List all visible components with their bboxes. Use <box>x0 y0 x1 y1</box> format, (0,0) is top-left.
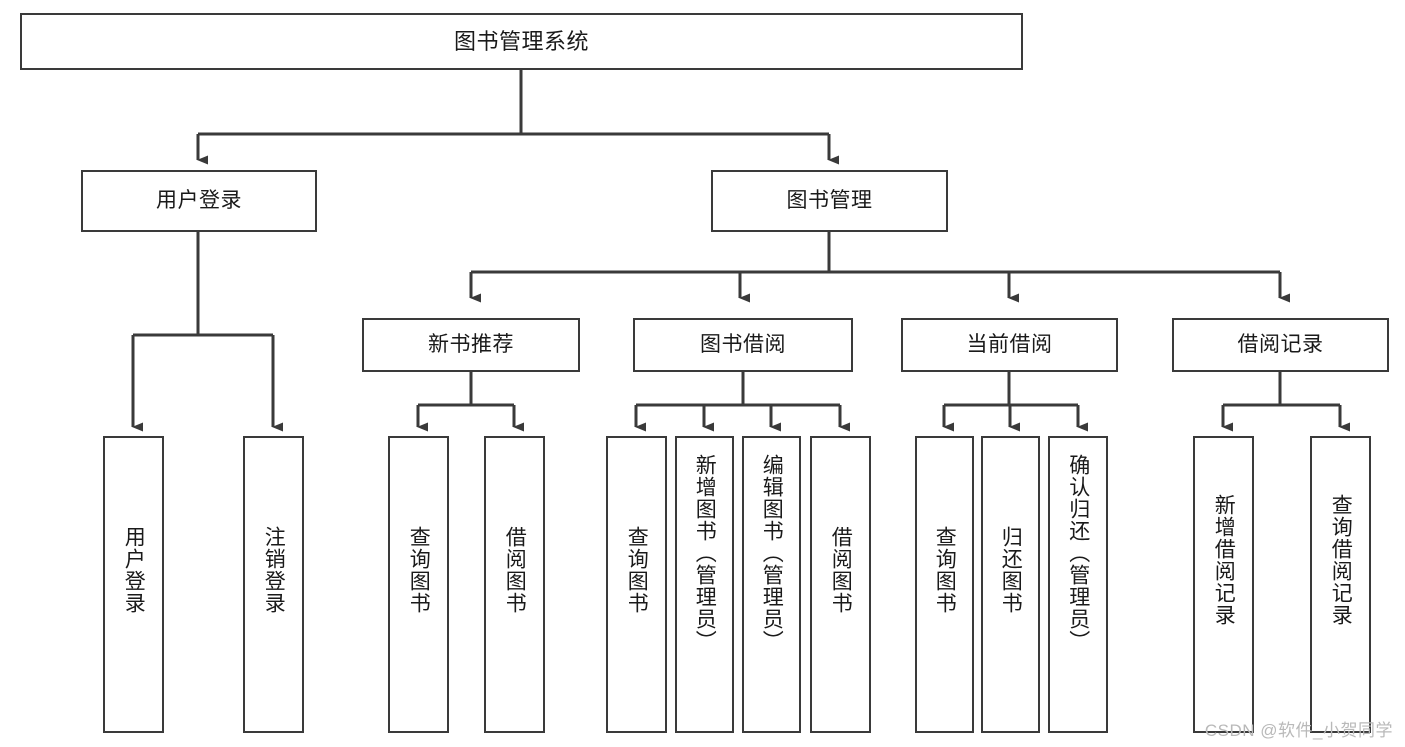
node-leaf-add-book[interactable]: 新增图书（管理员） <box>675 436 734 733</box>
node-leaf-borrow-book-2[interactable]: 借阅图书 <box>810 436 871 733</box>
node-root[interactable]: 图书管理系统 <box>20 13 1023 70</box>
node-leaf-query-book-2-label: 查询图书 <box>625 526 649 614</box>
node-leaf-query-book-3[interactable]: 查询图书 <box>915 436 974 733</box>
node-leaf-confirm-return[interactable]: 确认归还（管理员） <box>1048 436 1108 733</box>
node-leaf-query-book-1-label: 查询图书 <box>407 526 431 614</box>
node-leaf-borrow-book-2-label: 借阅图书 <box>829 526 853 614</box>
node-user-login[interactable]: 用户登录 <box>81 170 317 232</box>
node-leaf-logout-login-label: 注销登录 <box>262 526 286 614</box>
node-leaf-query-record[interactable]: 查询借阅记录 <box>1310 436 1371 733</box>
node-leaf-confirm-return-label: 确认归还（管理员） <box>1066 454 1090 652</box>
node-book-manage[interactable]: 图书管理 <box>711 170 948 232</box>
csdn-watermark: CSDN @软件_小贺同学 <box>1204 721 1393 740</box>
node-leaf-edit-book-label: 编辑图书（管理员） <box>760 454 784 652</box>
node-leaf-return-book[interactable]: 归还图书 <box>981 436 1040 733</box>
node-leaf-add-book-label: 新增图书（管理员） <box>693 454 717 652</box>
node-leaf-query-book-1[interactable]: 查询图书 <box>388 436 449 733</box>
node-leaf-borrow-book-1-label: 借阅图书 <box>503 526 527 614</box>
node-leaf-add-record-label: 新增借阅记录 <box>1212 494 1236 626</box>
node-current-borrow[interactable]: 当前借阅 <box>901 318 1118 372</box>
node-leaf-user-login-label: 用户登录 <box>122 526 146 614</box>
node-leaf-user-login[interactable]: 用户登录 <box>103 436 164 733</box>
node-borrow-record-label: 借阅记录 <box>1237 332 1324 356</box>
node-leaf-logout-login[interactable]: 注销登录 <box>243 436 304 733</box>
node-borrow-record[interactable]: 借阅记录 <box>1172 318 1389 372</box>
node-leaf-return-book-label: 归还图书 <box>999 526 1023 614</box>
node-book-borrow-label: 图书借阅 <box>700 332 786 356</box>
node-book-borrow[interactable]: 图书借阅 <box>633 318 853 372</box>
node-leaf-query-book-3-label: 查询图书 <box>933 526 957 614</box>
node-leaf-borrow-book-1[interactable]: 借阅图书 <box>484 436 545 733</box>
node-new-book-rec[interactable]: 新书推荐 <box>362 318 580 372</box>
node-leaf-add-record[interactable]: 新增借阅记录 <box>1193 436 1254 733</box>
node-new-book-rec-label: 新书推荐 <box>428 332 514 356</box>
node-book-manage-label: 图书管理 <box>786 188 873 212</box>
node-leaf-edit-book[interactable]: 编辑图书（管理员） <box>742 436 801 733</box>
node-root-label: 图书管理系统 <box>453 28 589 54</box>
node-current-borrow-label: 当前借阅 <box>966 332 1053 356</box>
node-leaf-query-record-label: 查询借阅记录 <box>1329 494 1353 626</box>
node-user-login-label: 用户登录 <box>156 188 242 212</box>
node-leaf-query-book-2[interactable]: 查询图书 <box>606 436 667 733</box>
